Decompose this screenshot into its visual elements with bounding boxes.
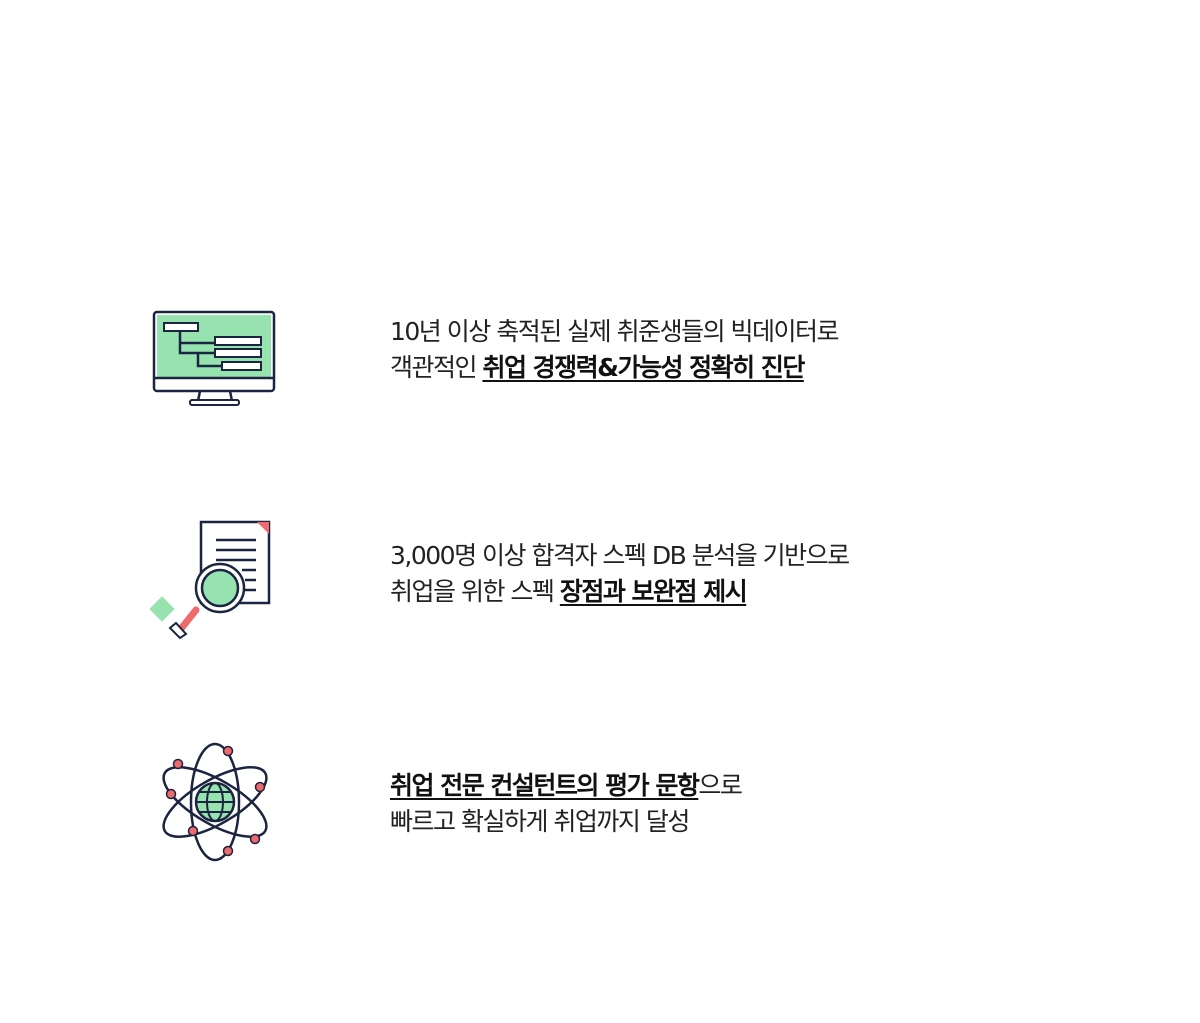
feature-big-data: 10년 이상 축적된 실제 취준생들의 빅데이터로 객관적인 취업 경쟁력&가능… xyxy=(0,300,1200,440)
atom-globe-icon xyxy=(162,742,268,862)
feature-line-2: 빠르고 확실하게 취업까지 달성 xyxy=(390,807,690,836)
feature-line-2: 객관적인 xyxy=(390,353,483,382)
feature-line-1: 3,000명 이상 합격자 스펙 DB 분석을 기반으로 xyxy=(390,541,850,570)
monitor-chart-icon xyxy=(152,310,276,406)
feature-line-1: 10년 이상 축적된 실제 취준생들의 빅데이터로 xyxy=(390,317,840,346)
feature-highlight: 취업 경쟁력&가능성 정확히 진단 xyxy=(482,353,805,382)
feature-spec-db: 3,000명 이상 합격자 스펙 DB 분석을 기반으로 취업을 위한 스펙 장… xyxy=(0,520,1200,660)
feature-line-2: 취업을 위한 스펙 xyxy=(390,577,560,606)
document-magnifier-icon xyxy=(150,520,271,640)
feature-highlight: 장점과 보완점 제시 xyxy=(559,577,748,606)
feature-line-1: 으로 xyxy=(698,771,743,800)
feature-highlight: 취업 전문 컨설턴트의 평가 문항 xyxy=(390,771,700,800)
feature-consultant: 취업 전문 컨설턴트의 평가 문항으로 빠르고 확실하게 취업까지 달성 xyxy=(0,740,1200,880)
